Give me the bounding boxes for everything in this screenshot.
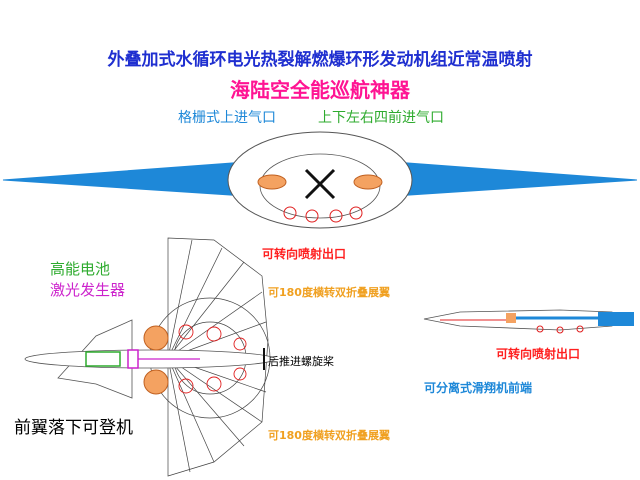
battery-block (85, 351, 121, 367)
title-line-2: 海陆空全能巡航神器 (230, 78, 410, 102)
side-view-engine-bar (506, 313, 516, 323)
front-view-fuselage (227, 131, 413, 229)
fan-rib-3 (167, 261, 245, 359)
label-glider-front: 可分离式滑翔机前端 (424, 381, 533, 395)
front-view (2, 131, 638, 229)
front-view-nozzle-2 (305, 209, 319, 223)
label-rear-propeller: 后推进螺旋桨 (268, 355, 334, 368)
front-view-nozzle-1 (283, 206, 297, 220)
label-battery: 高能电池 (50, 260, 111, 278)
fan-rib-8 (167, 357, 245, 447)
nozzle-circle (206, 376, 222, 392)
side-view-nozzle (556, 326, 564, 334)
nozzle-circle (233, 337, 247, 351)
label-front-wing-landing: 前翼落下可登机 (14, 418, 133, 438)
label-intake-grille: 格栅式上进气口 (178, 110, 276, 126)
engine-orange-lower (143, 369, 169, 395)
label-folding-wing-top: 可180度横转双折叠展翼 (268, 286, 390, 299)
nozzle-circle (178, 324, 194, 340)
label-folding-wing-bottom: 可180度横转双折叠展翼 (268, 429, 390, 442)
fan-rib-10 (167, 357, 191, 473)
front-view-left-wing (2, 161, 246, 197)
side-view (423, 309, 634, 334)
side-view-nozzle (536, 325, 544, 333)
fan-wing-outline (167, 237, 269, 477)
fan-rib-4 (167, 291, 263, 359)
side-view-tail-jet (598, 312, 634, 326)
top-view (24, 237, 276, 477)
fan-rib-2 (167, 247, 223, 359)
nozzle-circle (178, 378, 194, 394)
label-laser: 激光发生器 (50, 281, 126, 299)
label-rotatable-nozzle-2: 可转向喷射出口 (496, 347, 581, 361)
title-line-1: 外叠加式水循环电光热裂解燃爆环形发动机组近常温喷射 (107, 50, 533, 70)
nozzle-circle (206, 326, 222, 342)
front-view-right-wing (394, 161, 638, 197)
nozzle-circles (178, 324, 247, 394)
front-view-duct-right (353, 174, 383, 190)
fan-rib-1 (167, 239, 193, 359)
fan-rib-7 (167, 357, 263, 423)
front-view-nozzle-4 (349, 206, 363, 220)
front-view-propeller-blade-b (304, 168, 336, 200)
front-view-nozzle-3 (329, 209, 343, 223)
nozzle-circle (233, 367, 247, 381)
engine-orange-upper (143, 325, 169, 351)
side-view-nozzle (576, 325, 584, 333)
fan-rib-9 (167, 357, 215, 463)
front-view-duct-left (257, 174, 287, 190)
label-rotatable-nozzle: 可转向喷射出口 (262, 247, 347, 261)
label-intake-multi: 上下左右四前进气口 (318, 110, 444, 126)
